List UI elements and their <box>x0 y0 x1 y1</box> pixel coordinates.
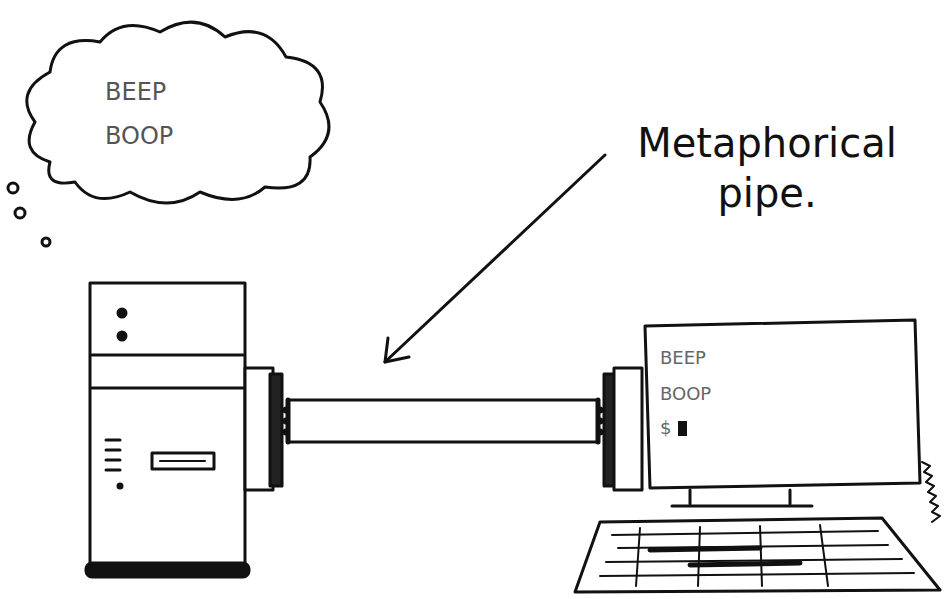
tower-vent <box>106 439 120 442</box>
terminal-prompt: $ <box>660 416 680 440</box>
tower-vent <box>106 469 120 472</box>
pipe-bolt <box>284 419 288 423</box>
pipe-bolt <box>284 408 288 412</box>
thought-bubble <box>15 208 25 218</box>
pipe-bolt <box>598 408 602 412</box>
pipe-flange-ring <box>270 374 282 486</box>
keyboard <box>575 518 940 592</box>
pipe-bolt <box>598 419 602 423</box>
keyboard-keys <box>650 548 800 565</box>
leader-arrowhead <box>385 338 409 362</box>
tower-drive-slot <box>160 460 205 462</box>
tower-base <box>86 563 249 577</box>
monitor-stand <box>789 490 792 504</box>
cursor-block <box>678 421 687 436</box>
tower-drive <box>152 453 214 469</box>
pipe-bolt <box>598 430 602 434</box>
monitor-stand <box>689 490 692 504</box>
monitor-screen: BEEP BOOP $ <box>640 318 925 490</box>
monitor-screen-shape <box>645 320 920 488</box>
pipe-bolt <box>284 430 288 434</box>
keyboard-keys <box>600 531 914 576</box>
monitor-stand <box>672 505 812 508</box>
tower-vent <box>106 449 120 452</box>
tower-case <box>90 283 245 568</box>
terminal-output: BEEP BOOP <box>660 340 730 412</box>
metaphorical-pipe <box>288 400 598 442</box>
tower-vent <box>106 459 120 462</box>
callout-label: Metaphorical pipe. <box>612 118 922 218</box>
pipe-flange <box>614 368 642 490</box>
keyboard-cable <box>922 462 940 522</box>
tower-panel-line <box>92 387 243 390</box>
tower-led <box>118 484 122 488</box>
thought-cloud-outline <box>10 12 340 207</box>
thought-bubble <box>42 238 50 246</box>
thought-cloud-shape <box>27 22 329 203</box>
tower-button <box>118 332 126 340</box>
thought-text: BEEP BOOP <box>105 70 187 158</box>
keyboard-keys <box>636 525 828 586</box>
leader-line <box>385 155 605 362</box>
thought-bubble <box>8 183 18 193</box>
tower-panel-line <box>92 354 243 357</box>
tower-button <box>118 309 126 317</box>
thought-cloud: BEEP BOOP <box>10 12 340 207</box>
